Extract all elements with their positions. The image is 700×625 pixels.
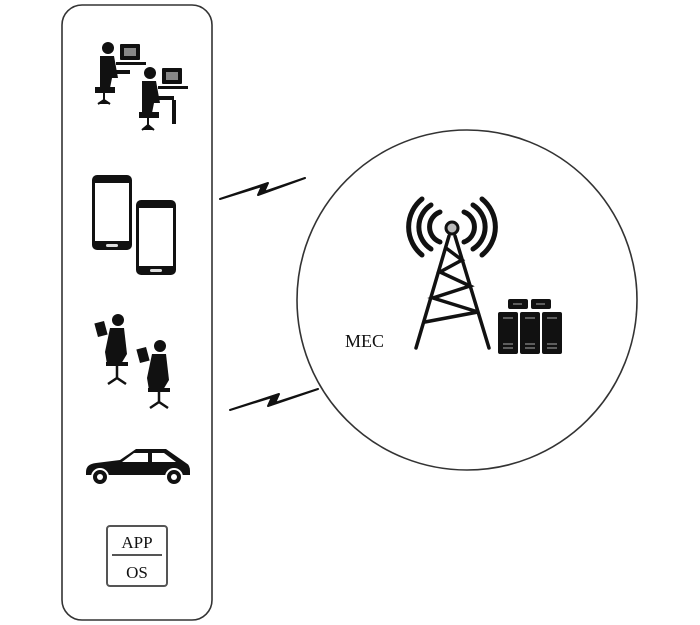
mec-label: MEC <box>345 331 384 351</box>
app-label: APP <box>121 533 152 552</box>
edge-servers-icon <box>498 299 562 354</box>
tablet-users-icon <box>94 314 170 410</box>
wireless-link-lower-icon <box>229 388 319 411</box>
mec-area <box>296 129 638 471</box>
os-label: OS <box>126 563 148 582</box>
cell-tower-icon <box>406 196 498 350</box>
wireless-link-upper-icon <box>219 177 306 200</box>
desktop-users-icon <box>95 42 188 131</box>
smartphones-icon <box>92 175 176 275</box>
car-icon <box>86 449 190 486</box>
app-os-stack: APP OS <box>106 525 168 587</box>
